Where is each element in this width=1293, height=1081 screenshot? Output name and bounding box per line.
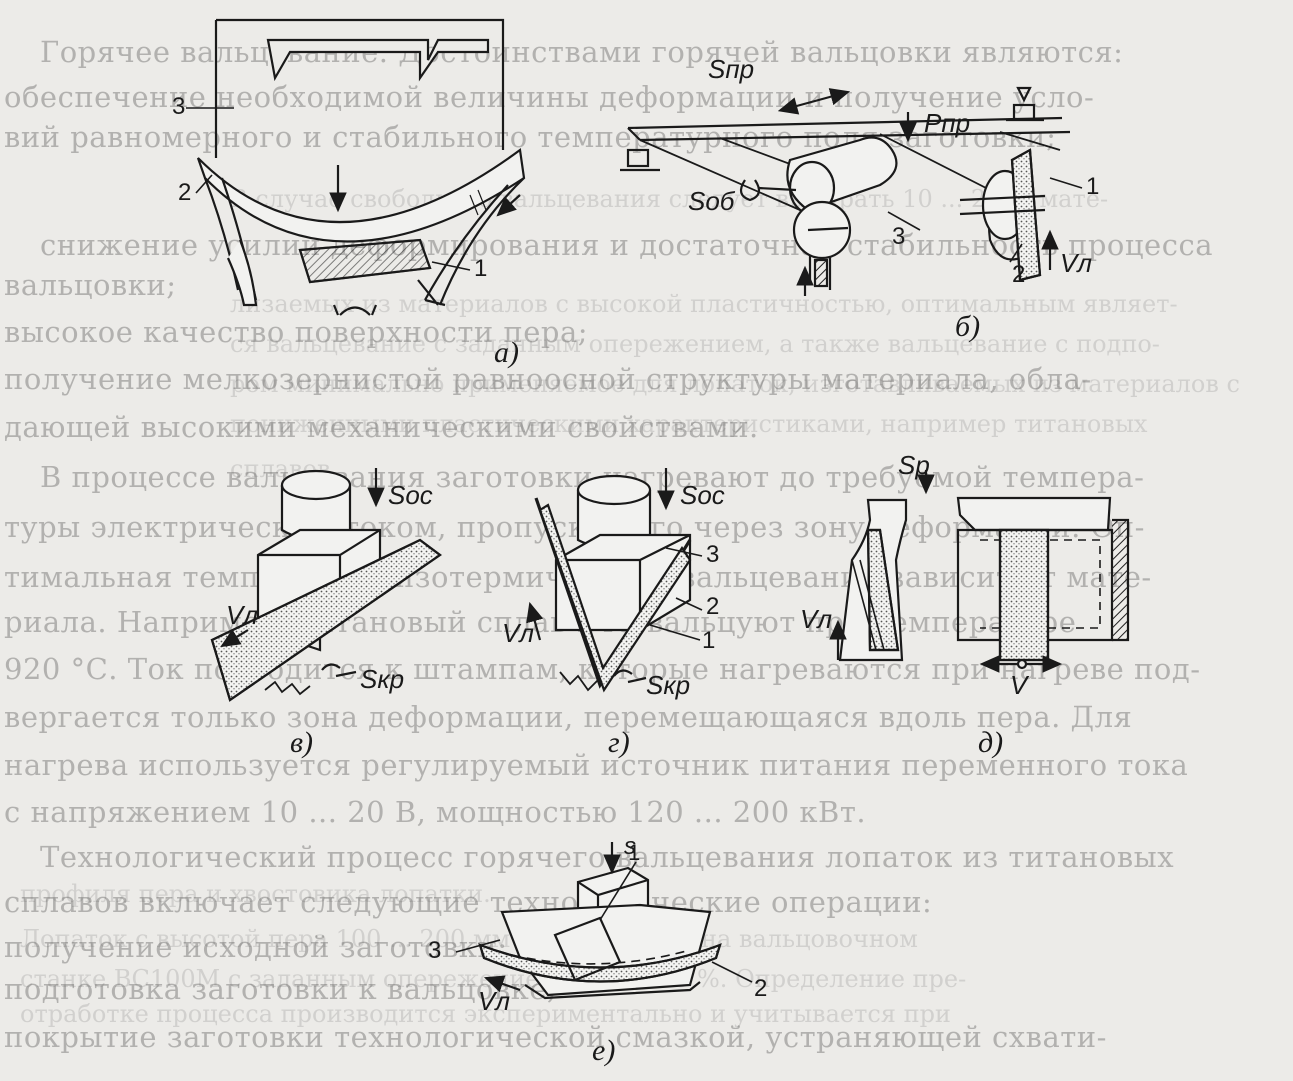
background-text-line: обеспечение необходимой величины деформа… (4, 80, 1095, 114)
panel-b-caption: б) (955, 310, 980, 343)
show-through-text-line: ром минимально применяемое для лопаток, … (230, 370, 1240, 398)
panel-e-part-3-label: 3 (428, 937, 441, 964)
panel-b-part-2-label: 2 (1012, 261, 1025, 288)
background-text-line: высокое качество поверхности пера; (4, 315, 589, 349)
panel-g-Skr-label: Sкр (646, 670, 690, 700)
panel-g-part-2-label: 2 (706, 593, 719, 620)
panel-b-Sob-label: Sоб (688, 186, 736, 216)
show-through-text-line: пониженными пластическими характеристика… (230, 410, 1148, 438)
panel-v-Skr-label: Sкр (360, 664, 404, 694)
background-text-line: с напряжением 10 ... 20 В, мощностью 120… (4, 795, 867, 829)
background-text-line: получение исходной заготовки; (4, 930, 508, 964)
background-text-line: сплавов включает следующие технологическ… (4, 885, 933, 919)
panel-b-Vl-label: Vл (1060, 248, 1092, 278)
panel-a-part-2-label: 2 (178, 179, 191, 206)
background-text-line: подготовка заготовки к вальцовке; (4, 972, 558, 1006)
background-text-line: получение мелкозернистой равноосной стру… (4, 362, 1092, 396)
panel-v-Vl-label: Vл (226, 600, 258, 630)
panel-e-caption: е) (592, 1034, 615, 1067)
show-through-text-line: профиля пера и хвостовика лопатки. (20, 880, 491, 908)
panel-g-part-3-label: 3 (706, 541, 719, 568)
panel-b (620, 86, 1083, 296)
background-text-line: Горячее вальцевание. Достоинствами горяч… (40, 35, 1124, 69)
panel-d-Vl-label: Vл (800, 604, 832, 634)
panel-e-Vl-label: Vл (478, 986, 510, 1016)
background-text-line: туры электрическим током, пропуская его … (4, 510, 1145, 544)
panel-e-s-label: s (624, 833, 636, 860)
panel-g-caption: г) (608, 726, 630, 759)
panel-g-Sos-label: Sос (680, 480, 725, 510)
panel-a-part-1-label: 1 (474, 255, 487, 282)
panel-a-part-3-label: 3 (172, 93, 185, 120)
panel-b-Spr-label: Sпр (708, 54, 754, 84)
panel-v (210, 468, 442, 702)
background-text-line: вальцовки; (4, 268, 177, 302)
panel-a (186, 18, 526, 316)
panel-g-part-1-label: 1 (702, 627, 715, 654)
panel-d-V-label: V (1010, 670, 1030, 700)
panel-b-Ppr-label: Pпр (924, 108, 970, 138)
panel-b-part-1-label: 1 (1086, 173, 1099, 200)
background-text-line: нагрева используется регулируемый источн… (4, 748, 1189, 782)
show-through-text-line: отработке процесса производится эксперим… (20, 1000, 951, 1028)
show-through-text-line: лизаемых из материалов с высокой пластич… (230, 290, 1178, 318)
panel-g-Vl-label: Vл (502, 618, 534, 648)
show-through-text-line: ся вальцевание с заданным опережением, а… (230, 330, 1160, 358)
background-text-line: дающей высокими механическими свойствами… (4, 410, 759, 444)
panel-d (829, 470, 1130, 673)
panel-v-caption: в) (290, 726, 313, 759)
panel-d-caption: д) (978, 726, 1003, 759)
background-text-line: вергается только зона деформации, переме… (4, 700, 1133, 734)
panel-e-part-1-label: 1 (628, 840, 640, 865)
panel-d-Sr-label: Sр (898, 450, 930, 480)
panel-e (455, 842, 753, 1000)
panel-b-part-3-label: 3 (892, 223, 905, 250)
background-text-line: покрытие заготовки технологической смазк… (4, 1020, 1107, 1054)
panel-e-part-2-label: 2 (754, 975, 767, 1002)
panel-g (526, 468, 703, 693)
panel-a-caption: а) (494, 336, 519, 369)
panel-v-Sos-label: Sос (388, 480, 433, 510)
